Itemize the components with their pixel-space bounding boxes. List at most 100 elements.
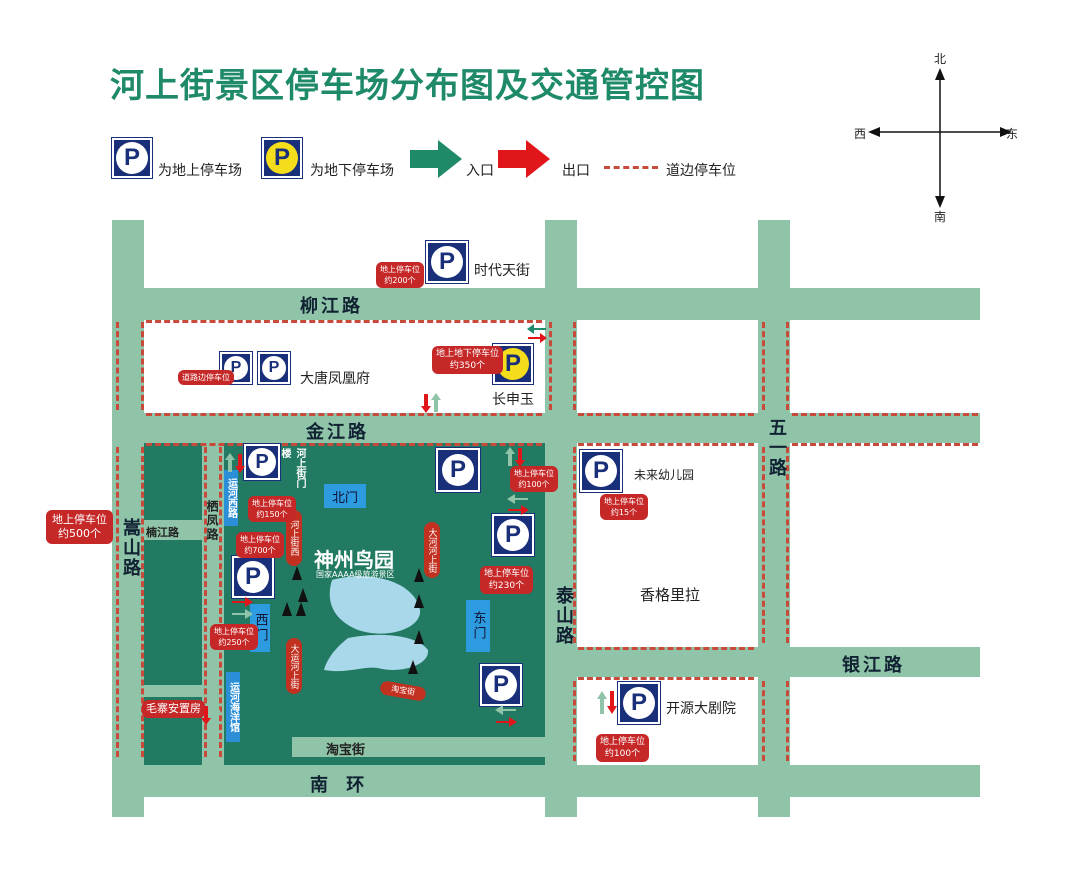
roadside-dash: [146, 443, 542, 446]
inner-road-h: 运河海洋馆: [226, 672, 240, 742]
roadside-dash: [578, 443, 754, 446]
bubble-park-sw: 地上停车位约250个: [210, 624, 258, 650]
bubble-shidai: 地上停车位约200个: [376, 262, 424, 288]
road-yinjiang: [577, 647, 980, 677]
road-nanjiang: [144, 520, 202, 540]
roadside-dash: [204, 447, 207, 757]
inner-road-e: 大运河上街: [286, 638, 302, 694]
roadside-dash: [549, 322, 552, 410]
legend-underground-label: 为地下停车场: [310, 163, 394, 179]
roadside-dash: [792, 413, 978, 416]
road-qifeng: [202, 443, 224, 765]
place-datang: 大唐凤凰府: [300, 371, 370, 387]
entry-exit-arrows-icon: [201, 705, 221, 725]
place-changshenyu: 长申玉: [492, 392, 534, 408]
bubble-changshenyu: 地上地下停车位约350个: [432, 346, 504, 374]
road-label-nanjiang: 楠江路: [146, 526, 179, 539]
legend-roadside-dash: [604, 166, 658, 169]
roadside-dash: [578, 677, 754, 680]
roadside-dash: [573, 681, 576, 761]
entry-exit-arrows-icon: [527, 324, 547, 343]
roadside-dash: [573, 447, 576, 643]
road-label-qifeng: 栖凤路: [205, 500, 219, 542]
tree-icon: [298, 588, 308, 602]
legend-above-ground-parking-icon: P: [112, 138, 152, 178]
gate-east[interactable]: 东门: [466, 600, 490, 652]
roadside-dash: [762, 322, 765, 410]
compass-south: 南: [934, 210, 947, 224]
roadside-dash: [116, 322, 119, 410]
tree-icon: [414, 630, 424, 644]
road-jinjiang: [112, 413, 980, 443]
roadside-dash: [573, 322, 576, 410]
legend-entrance-label: 入口: [466, 163, 494, 179]
roadside-dash: [141, 322, 144, 410]
road-label-nanhuan: 南 环: [310, 775, 371, 796]
parking-park-nw[interactable]: P: [244, 444, 280, 480]
roadside-dash: [219, 447, 222, 757]
legend-underground-parking-icon: P: [262, 138, 302, 178]
tree-icon: [292, 566, 302, 580]
road-taobao: [292, 737, 545, 757]
gate-north[interactable]: 北门: [324, 484, 366, 508]
parking-datang-underground[interactable]: P: [220, 352, 252, 384]
entry-exit-arrows-icon: [225, 453, 245, 473]
parking-weilai[interactable]: P: [580, 450, 622, 492]
compass-north: 北: [934, 52, 947, 66]
roadside-dash: [762, 681, 765, 761]
parking-kaiyuan[interactable]: P: [618, 682, 660, 724]
bubble-park-ne: 地上停车位约100个: [510, 466, 558, 492]
parking-shidai[interactable]: P: [426, 241, 468, 283]
place-kaiyuan: 开源大剧院: [666, 701, 736, 717]
roadside-dash: [116, 447, 119, 757]
entry-exit-arrows-icon: [505, 447, 525, 467]
inner-road-c: 河上街西: [286, 510, 302, 566]
entry-exit-arrows-icon: [232, 597, 253, 619]
entry-exit-arrows-icon: [507, 494, 529, 515]
tree-icon: [408, 660, 418, 674]
inner-road-a: 河上街门楼: [279, 448, 305, 496]
park-subtitle: 国家AAAA级旅游景区: [316, 570, 395, 579]
tree-icon: [414, 568, 424, 582]
roadside-dash: [786, 322, 789, 410]
park-name: 神州鸟园: [314, 548, 394, 572]
place-shidai: 时代天街: [474, 263, 530, 279]
legend-above-ground-label: 为地上停车场: [158, 163, 242, 179]
legend-roadside-label: 道边停车位: [666, 163, 736, 179]
bubble-park-w: 地上停车位约700个: [236, 532, 284, 558]
parking-park-e[interactable]: P: [492, 514, 534, 556]
bubble-weilai: 地上停车位约15个: [600, 494, 648, 520]
roadside-dash: [786, 447, 789, 643]
road-nanhuan: [112, 765, 980, 797]
road-liujiang: [112, 288, 980, 320]
entry-exit-arrows-icon: [168, 686, 187, 696]
road-label-jinjiang: 金江路: [306, 422, 369, 443]
tree-icon: [282, 602, 292, 616]
parking-park-se[interactable]: P: [480, 664, 522, 706]
road-label-liujiang: 柳江路: [300, 296, 363, 317]
entry-exit-arrows-icon: [495, 705, 517, 727]
tree-icon: [414, 594, 424, 608]
compass-east: 东: [1006, 127, 1019, 141]
road-label-taishan: 泰山路: [553, 586, 574, 646]
bubble-datang: 道路边停车位: [178, 370, 234, 385]
roadside-dash: [578, 413, 754, 416]
roadside-dash: [578, 647, 754, 650]
entry-exit-arrows-icon: [597, 691, 617, 714]
bubble-kaiyuan: 地上停车位约100个: [596, 734, 650, 762]
roadside-dash: [762, 447, 765, 643]
tree-icon: [296, 602, 306, 616]
roadside-dash: [146, 320, 542, 323]
road-label-taobao: 淘宝街: [326, 743, 366, 758]
compass-west: 西: [854, 127, 867, 141]
parking-park-n[interactable]: P: [436, 448, 480, 492]
entry-exit-arrows-icon: [421, 393, 441, 413]
road-label-yinjiang: 银江路: [842, 655, 905, 676]
parking-park-w[interactable]: P: [232, 556, 274, 598]
compass-icon: [868, 68, 1012, 208]
legend-exit-arrow-icon: [498, 140, 550, 178]
inner-road-d: 大河河上街: [424, 522, 440, 578]
road-label-wuyi: 五一路: [766, 418, 787, 478]
roadside-dash: [786, 681, 789, 761]
parking-datang[interactable]: P: [258, 352, 290, 384]
